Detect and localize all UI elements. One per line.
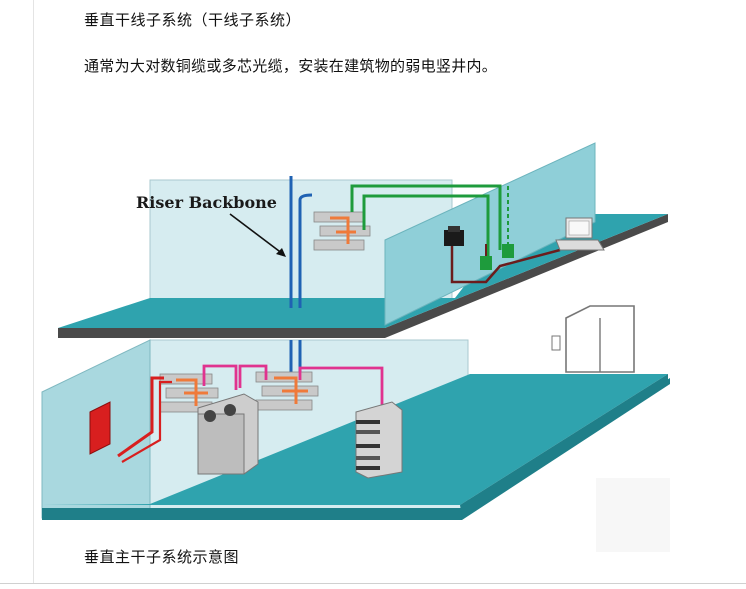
server-rack-icon [355, 401, 403, 479]
phone-icon [444, 226, 464, 246]
lower-cabling [117, 364, 384, 463]
lower-floor-slab [42, 378, 670, 520]
pbx-cabinet-icon [197, 393, 259, 475]
page-bottom-rule [0, 583, 746, 584]
lower-floor-right [460, 374, 668, 517]
outlet-a [480, 256, 492, 270]
riser-arrow-head [276, 248, 286, 257]
upper-patch-panel [313, 211, 371, 251]
riser-label-arrow [229, 213, 284, 255]
page-left-rule [33, 0, 34, 583]
lower-patch-panel-right [255, 371, 319, 411]
computer-icon [555, 217, 605, 251]
upper-right-glass-wall [384, 142, 596, 326]
upper-cabling [350, 184, 561, 284]
fire-panel-icon [89, 401, 111, 455]
elevator-icon [551, 305, 635, 373]
figure-caption: 垂直主干子系统示意图 [84, 548, 240, 566]
lower-floor-surface [42, 374, 668, 505]
outlet-b [502, 244, 514, 258]
riser-backbone-label: Riser Backbone [136, 193, 277, 212]
section-heading: 垂直干线子系统（干线子系统） [84, 11, 302, 29]
watermark-box [596, 478, 670, 552]
lower-patch-panel-left [159, 373, 219, 413]
description-paragraph: 通常为大对数铜缆或多芯光缆，安装在建筑物的弱电竖井内。 [84, 57, 498, 75]
